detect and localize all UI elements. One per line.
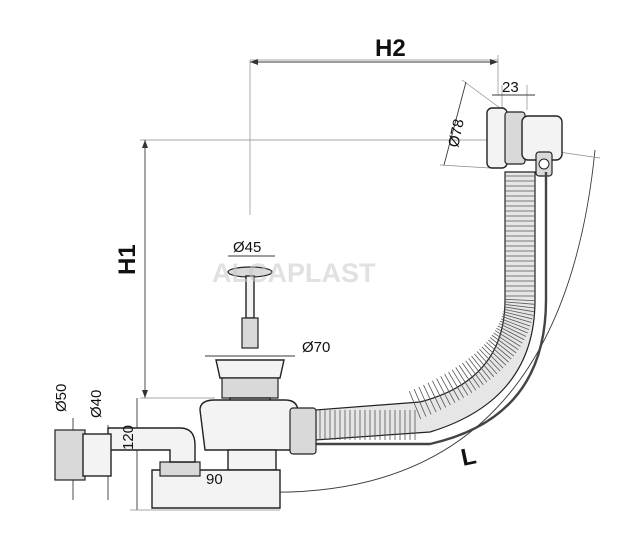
label-d40: Ø40 [88,390,105,418]
overflow-head [486,107,563,177]
label-23: 23 [502,79,519,96]
label-d78: Ø78 [445,118,468,149]
trap-body [54,399,317,509]
label-d50: Ø50 [53,384,70,412]
label-d70: Ø70 [302,339,330,356]
label-90: 90 [206,471,223,488]
label-h2: H2 [375,35,406,62]
label-d45: Ø45 [233,239,261,256]
waste-plug [215,266,285,413]
corrugated-hose [250,171,548,446]
label-l: L [459,442,479,471]
label-120: 120 [120,425,137,450]
label-h1: H1 [114,244,141,275]
watermark: ALCAPLAST [212,258,376,288]
dimension-labels: H2 23 Ø78 H1 Ø45 Ø70 Ø50 Ø40 120 90 L [53,35,519,488]
